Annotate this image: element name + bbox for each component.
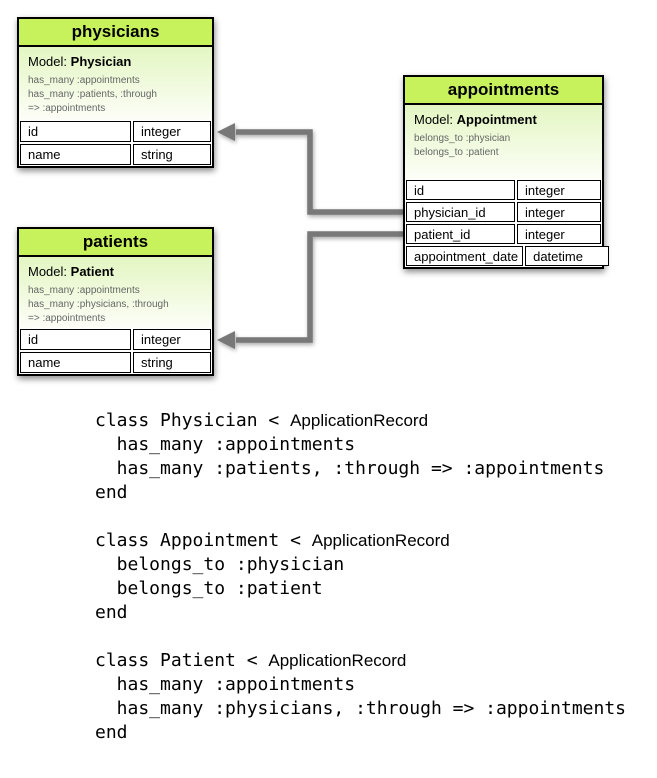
association-line: belongs_to :physician xyxy=(414,133,511,144)
field-name-cell: patient_id xyxy=(406,224,515,244)
field-type-cell: integer xyxy=(517,224,601,244)
code-line: class Physician < ApplicationRecord xyxy=(95,409,626,433)
superclass-name: ApplicationRecord xyxy=(290,411,429,430)
field-name-cell: id xyxy=(406,180,515,200)
code-line: class Patient < ApplicationRecord xyxy=(95,649,626,673)
table-physicians-rows: id integer name string xyxy=(19,120,212,166)
association-line: has_many :patients, :through xyxy=(28,89,157,100)
field-name-cell: name xyxy=(20,144,131,165)
association-line: has_many :physicians, :through xyxy=(28,299,169,310)
table-row: name string xyxy=(20,144,211,165)
class-declaration: class Physician < xyxy=(95,410,291,431)
model-name: Physician xyxy=(70,54,132,69)
association-line: belongs_to :patient xyxy=(414,147,499,158)
field-type-cell: integer xyxy=(133,121,211,142)
model-name: Appointment xyxy=(456,112,537,127)
code-block-patient: class Patient < ApplicationRecord has_ma… xyxy=(95,649,626,745)
arrowhead-patients-icon xyxy=(217,331,235,349)
model-line: Model: Appointment xyxy=(414,112,593,128)
code-line: has_many :appointments xyxy=(95,434,356,455)
connector-patient-id-to-patients xyxy=(236,231,403,343)
table-physicians: physicians Model: Physician has_many :ap… xyxy=(17,17,214,168)
table-row: physician_id integer xyxy=(406,202,601,222)
code-line: class Appointment < ApplicationRecord xyxy=(95,529,626,553)
superclass-name: ApplicationRecord xyxy=(268,651,407,670)
superclass-name: ApplicationRecord xyxy=(311,531,450,550)
arrowhead-physicians-icon xyxy=(217,123,235,141)
code-line: belongs_to :patient xyxy=(95,578,323,599)
field-type-cell: string xyxy=(133,352,211,373)
code-line: has_many :patients, :through => :appoint… xyxy=(95,458,605,479)
code-block-appointment: class Appointment < ApplicationRecord be… xyxy=(95,529,626,625)
code-line: belongs_to :physician xyxy=(95,554,345,575)
association-line: has_many :appointments xyxy=(28,75,140,86)
table-row: id integer xyxy=(406,180,601,200)
table-appointments-model-section: Model: Appointment belongs_to :physician… xyxy=(405,105,602,179)
table-row: patient_id integer xyxy=(406,224,601,244)
field-name-cell: id xyxy=(20,121,131,142)
table-physicians-model-section: Model: Physician has_many :appointments … xyxy=(19,47,212,120)
field-type-cell: integer xyxy=(517,180,601,200)
model-label: Model: xyxy=(414,112,454,127)
field-name-cell: physician_id xyxy=(406,202,515,222)
class-declaration: class Appointment < xyxy=(95,530,312,551)
model-line: Model: Patient xyxy=(28,264,203,280)
connector-physician-id-to-physicians xyxy=(236,129,403,215)
model-name: Patient xyxy=(70,264,114,279)
table-physicians-title: physicians xyxy=(19,19,212,47)
field-type-cell: datetime xyxy=(525,246,610,266)
model-line: Model: Physician xyxy=(28,54,203,70)
table-patients-model-section: Model: Patient has_many :appointments ha… xyxy=(19,257,212,328)
code-line: end xyxy=(95,722,128,743)
table-patients: patients Model: Patient has_many :appoin… xyxy=(17,227,214,376)
code-line: has_many :physicians, :through => :appoi… xyxy=(95,698,627,719)
field-type-cell: string xyxy=(133,144,211,165)
table-appointments: appointments Model: Appointment belongs_… xyxy=(403,75,610,269)
table-patients-rows: id integer name string xyxy=(19,328,212,374)
ruby-code-listing: class Physician < ApplicationRecord has_… xyxy=(95,409,626,769)
table-row: appointment_date datetime xyxy=(406,246,610,266)
association-line: => :appointments xyxy=(28,103,106,114)
field-name-cell: appointment_date xyxy=(406,246,524,266)
field-name-cell: name xyxy=(20,352,131,373)
code-line: end xyxy=(95,482,128,503)
field-type-cell: integer xyxy=(517,202,601,222)
field-type-cell: integer xyxy=(133,329,211,350)
code-line: end xyxy=(95,602,128,623)
code-line: has_many :appointments xyxy=(95,674,356,695)
table-appointments-rows: id integer physician_id integer patient_… xyxy=(405,179,610,267)
code-block-physician: class Physician < ApplicationRecord has_… xyxy=(95,409,626,505)
field-name-cell: id xyxy=(20,329,131,350)
model-label: Model: xyxy=(28,264,68,279)
association-line: has_many :appointments xyxy=(28,285,140,296)
model-label: Model: xyxy=(28,54,68,69)
table-patients-title: patients xyxy=(19,229,212,257)
table-row: id integer xyxy=(20,121,211,142)
class-declaration: class Patient < xyxy=(95,650,269,671)
table-row: id integer xyxy=(20,329,211,350)
table-row: name string xyxy=(20,352,211,373)
table-appointments-title: appointments xyxy=(405,77,602,105)
association-line: => :appointments xyxy=(28,313,106,324)
